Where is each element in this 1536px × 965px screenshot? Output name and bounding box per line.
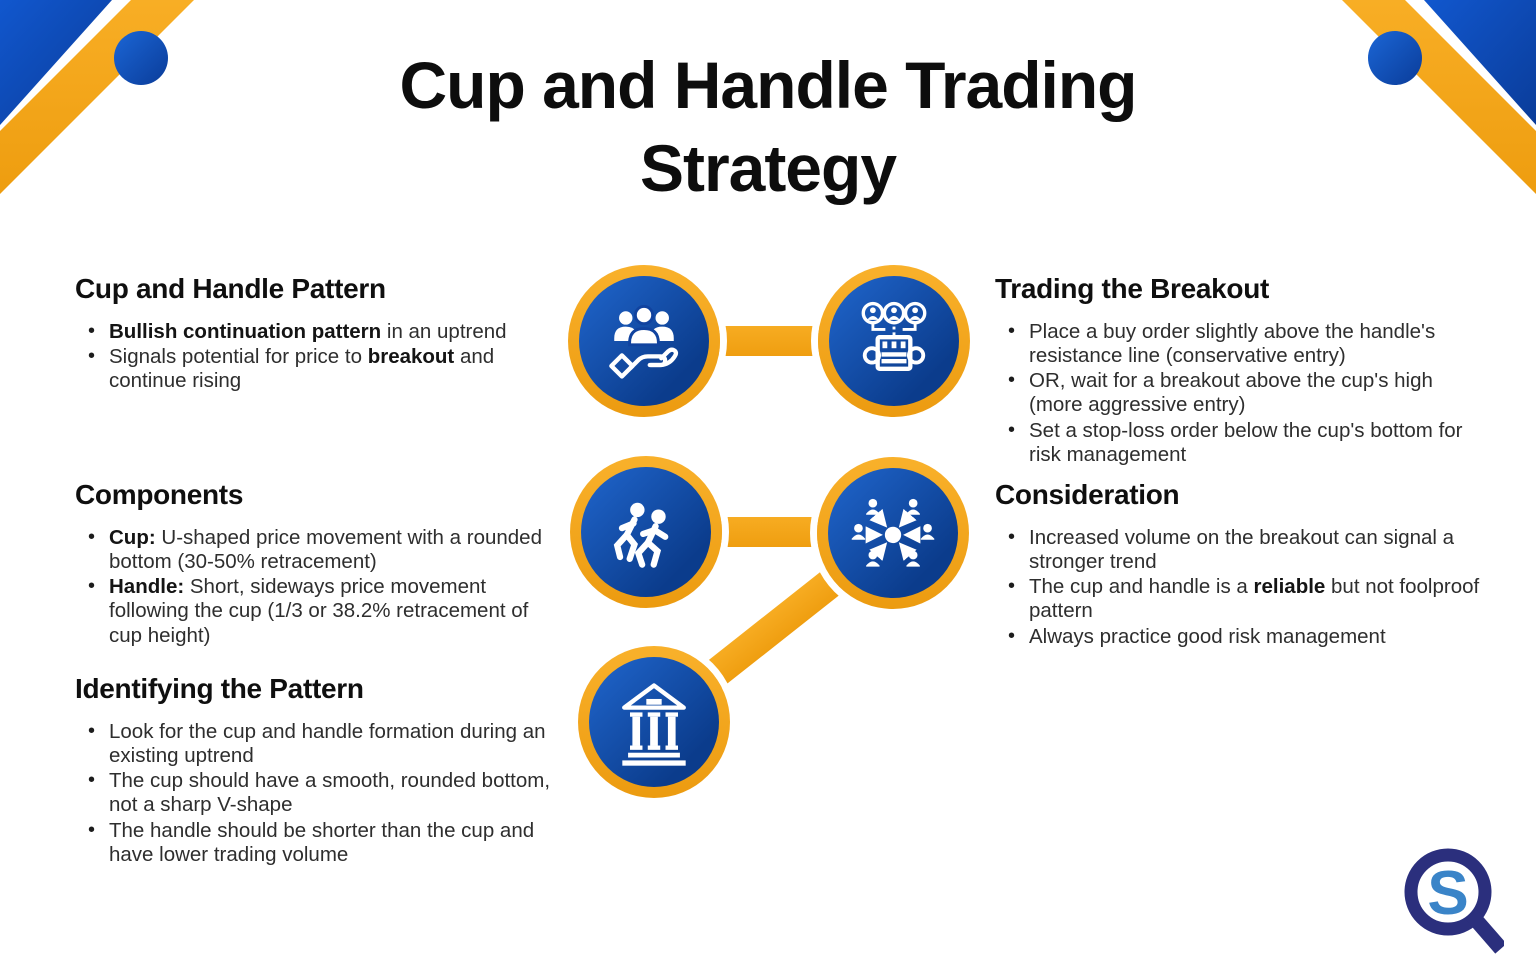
corner-blue-triangle [0,0,112,125]
diagram-node-collaboration [817,457,969,609]
svg-text:S: S [1427,859,1468,928]
diagram-node-circle [828,468,958,598]
diagram-node-automation [818,265,970,417]
bullet-item: Set a stop-loss order below the cup's bo… [1008,419,1487,467]
bank-icon [622,683,686,766]
page-title-line-1: Cup and Handle Trading [399,48,1137,122]
bullet-list: Cup: U-shaped price movement with a roun… [75,526,553,648]
bullet-item: Always practice good risk management [1008,625,1487,649]
bullet-item: OR, wait for a breakout above the cup's … [1008,369,1487,417]
section-consideration: ConsiderationIncreased volume on the bre… [995,479,1487,650]
bullet-item: Increased volume on the breakout can sig… [1008,526,1487,574]
section-heading: Trading the Breakout [995,273,1270,304]
corner-blue-dot [114,31,168,85]
section-heading: Components [75,479,244,510]
bullet-list: Bullish continuation pattern in an uptre… [75,320,553,394]
corner-decoration-top-right [1342,0,1536,194]
automation-machine-icon [861,301,927,371]
bullet-item: Cup: U-shaped price movement with a roun… [88,526,553,574]
diagram-node-circle [589,657,719,787]
bullet-item: Look for the cup and handle formation du… [88,720,553,768]
section-heading: Consideration [995,479,1180,510]
diagram-node-circle [829,276,959,406]
hand-holding-people-icon [609,305,679,379]
corner-decoration-top-left [0,0,194,194]
bullet-item: Bullish continuation pattern in an uptre… [88,320,553,344]
people-network-icon [851,498,935,567]
bullet-item: The handle should be shorter than the cu… [88,819,553,867]
section-components: ComponentsCup: U-shaped price movement w… [75,479,553,649]
sq-logo: S [1404,848,1504,954]
section-heading: Identifying the Pattern [75,673,364,704]
bullet-list: Place a buy order slightly above the han… [995,320,1487,467]
section-cup-and-handle-pattern: Cup and Handle PatternBullish continuati… [75,273,553,394]
bullet-list: Increased volume on the breakout can sig… [995,526,1487,649]
diagram-node-community [568,265,720,417]
bullet-list: Look for the cup and handle formation du… [75,720,553,867]
bullet-item: The cup should have a smooth, rounded bo… [88,769,553,817]
diagram-node-momentum [570,456,722,608]
section-trading-the-breakout: Trading the BreakoutPlace a buy order sl… [995,273,1487,468]
running-people-icon [613,502,669,568]
bullet-item: Handle: Short, sideways price movement f… [88,575,553,648]
corner-blue-dot [1368,31,1422,85]
bullet-item: The cup and handle is a reliable but not… [1008,575,1487,623]
section-identifying-the-pattern: Identifying the PatternLook for the cup … [75,673,553,868]
bullet-item: Signals potential for price to breakout … [88,345,553,393]
diagram-node-circle [579,276,709,406]
diagram-node-institution [578,646,730,798]
corner-blue-triangle [1424,0,1536,125]
page-title: Cup and Handle Trading Strategy [0,44,1536,210]
page-title-line-2: Strategy [639,131,897,206]
section-heading: Cup and Handle Pattern [75,273,386,304]
diagram-node-circle [581,467,711,597]
bullet-item: Place a buy order slightly above the han… [1008,320,1487,368]
